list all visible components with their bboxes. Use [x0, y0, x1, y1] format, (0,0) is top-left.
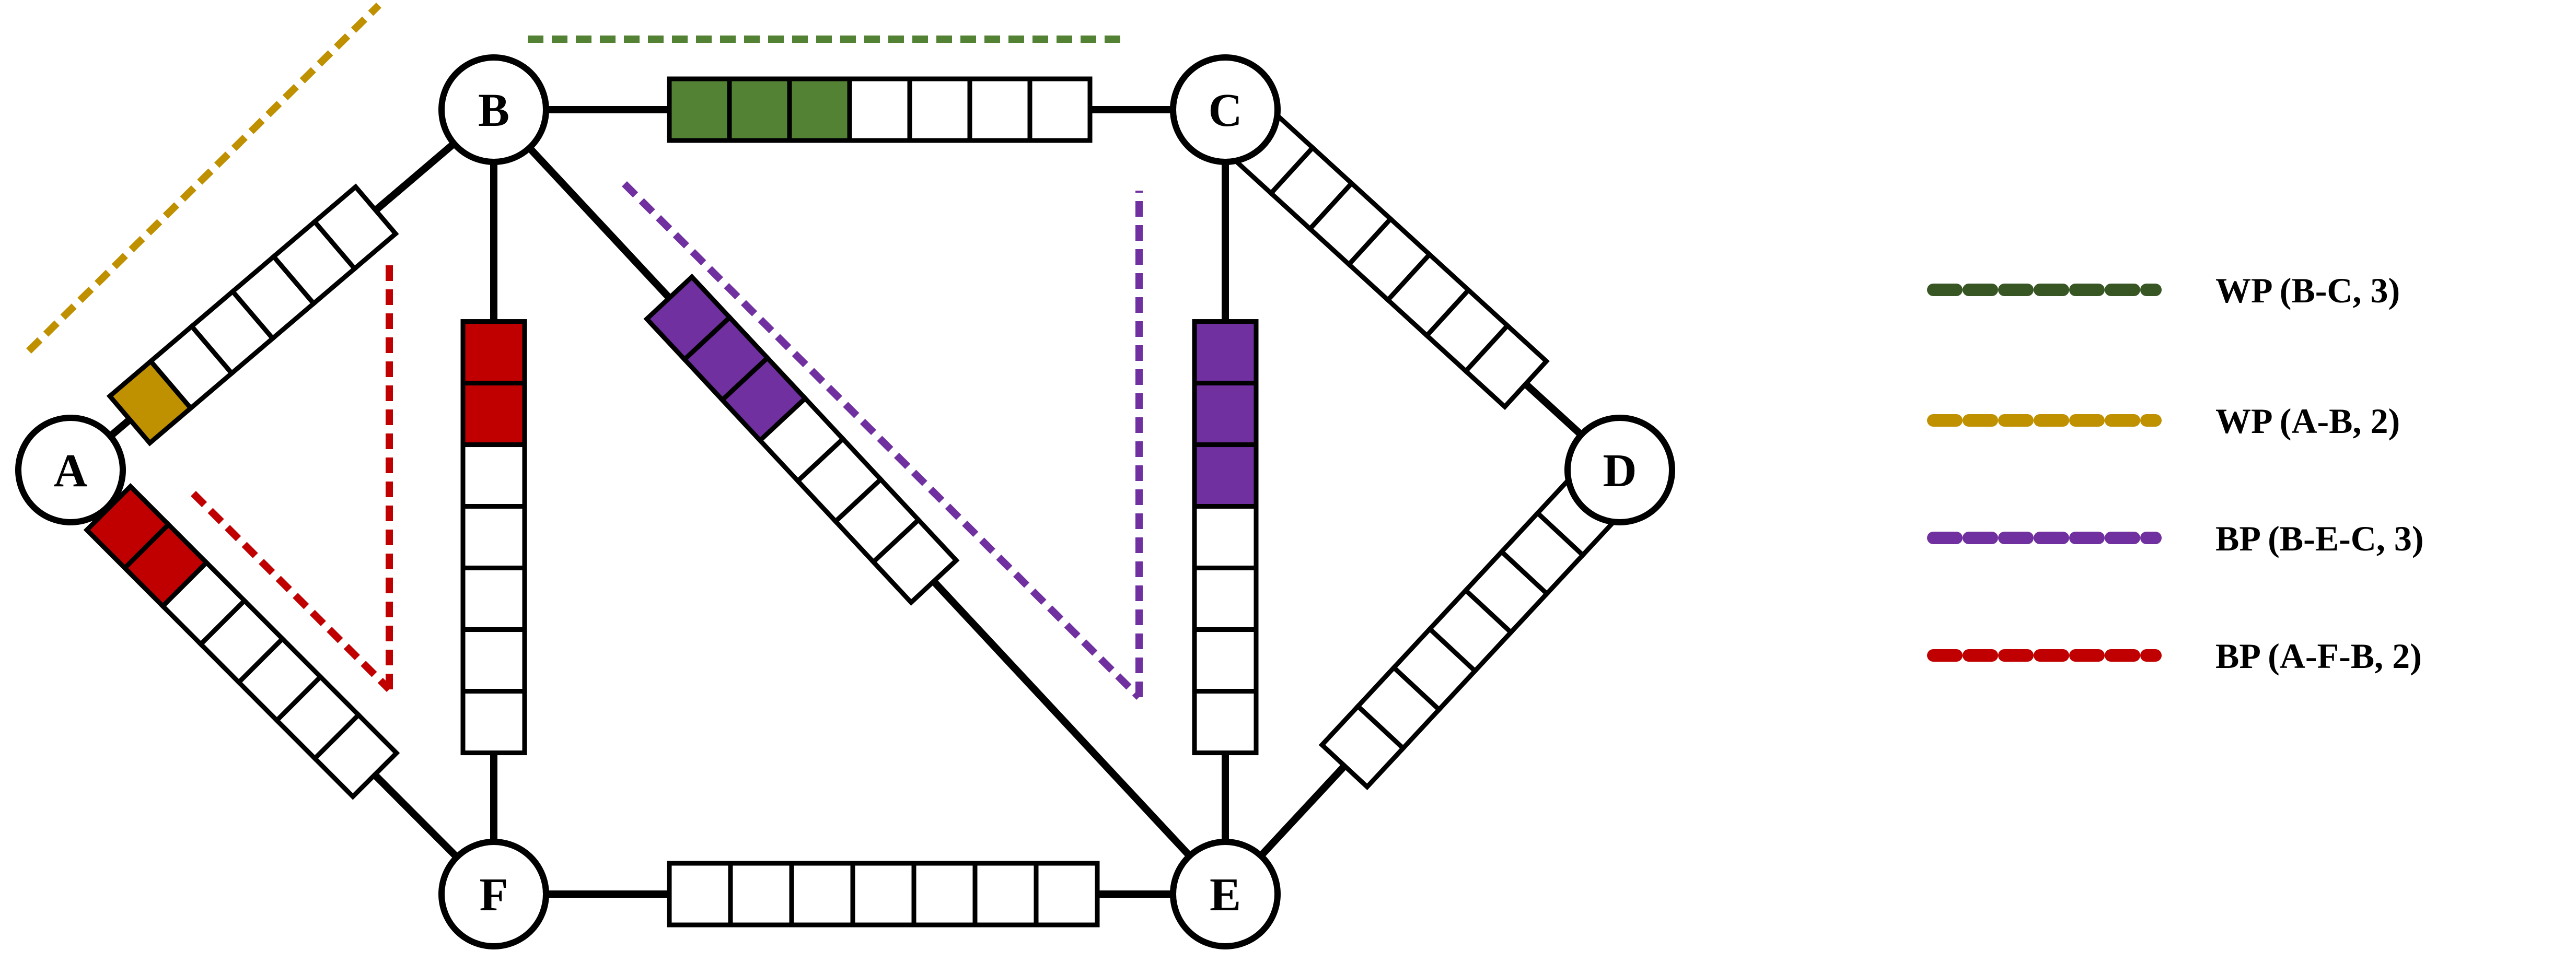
dashed-segment [26, 3, 381, 354]
link-A-F [68, 467, 496, 897]
path-overlays [26, 3, 1143, 700]
node-label: D [1603, 445, 1637, 497]
link-C-D [1223, 107, 1622, 473]
wavelength-slot [1027, 76, 1093, 143]
legend-label: BP (A-F-B, 2) [2215, 636, 2422, 676]
node-label: E [1210, 869, 1241, 921]
node-c: C [1170, 54, 1281, 165]
path-bp-afb [191, 264, 393, 692]
dashed-segment [622, 181, 1142, 700]
wavelength-slot [1192, 689, 1259, 756]
wavelength-slot [907, 76, 972, 143]
node-d: D [1564, 415, 1675, 525]
link-B-F [460, 110, 527, 894]
legend-item-wp-ab: WP (A-B, 2) [1927, 401, 2400, 441]
wavelength-slot [460, 442, 527, 509]
wavelength-slot [1192, 504, 1259, 571]
wavelength-slot [870, 517, 960, 606]
wavelength-slot [311, 711, 400, 800]
wavelength-slot [1463, 322, 1550, 410]
wavelength-slot [728, 861, 794, 928]
node-b: B [438, 54, 549, 165]
node-circle [1170, 54, 1281, 165]
wavelength-slot [460, 689, 527, 756]
wavelength-slot [787, 76, 852, 143]
legend-label: WP (A-B, 2) [2215, 401, 2400, 441]
wavelength-slot [847, 76, 912, 143]
wavelength-slot [667, 76, 732, 143]
network-links [68, 76, 1623, 928]
node-a: A [15, 415, 126, 525]
wavelength-slot [727, 76, 792, 143]
wavelength-slot [1192, 381, 1259, 448]
network-nodes: A B C D E F [15, 54, 1675, 949]
legend-label: WP (B-C, 3) [2215, 271, 2400, 310]
wavelength-slot [667, 861, 733, 928]
wavelength-slot [460, 566, 527, 632]
wavelength-slot [1192, 566, 1259, 632]
wavelength-slot [911, 861, 978, 928]
node-circle [1170, 839, 1281, 949]
path-wp-ab [26, 3, 381, 354]
node-circle [438, 54, 549, 165]
node-e: E [1170, 839, 1281, 949]
wavelength-slot [460, 504, 527, 571]
wavelength-slot [1318, 702, 1407, 791]
node-label: B [478, 85, 509, 136]
link-A-B [68, 107, 496, 473]
wavelength-slot [460, 319, 527, 386]
node-circle [1564, 415, 1675, 525]
node-label: C [1209, 85, 1243, 136]
path-bp-bec [622, 181, 1143, 700]
node-label: A [54, 445, 88, 497]
link-C-E [1192, 110, 1259, 894]
node-label: F [480, 869, 508, 921]
node-circle [438, 839, 549, 949]
wavelength-slot [1192, 442, 1259, 509]
wavelength-slot [1192, 627, 1259, 694]
legend-label: BP (B-E-C, 3) [2215, 519, 2424, 558]
wavelength-slot [311, 183, 399, 272]
wavelength-slot [1034, 861, 1100, 928]
legend-item-wp-bc: WP (B-C, 3) [1927, 271, 2400, 310]
link-F-E [494, 861, 1225, 928]
dashed-segment [191, 491, 392, 692]
link-B-C [494, 76, 1225, 143]
node-f: F [438, 839, 549, 949]
wavelength-slot [972, 861, 1039, 928]
legend: WP (B-C, 3) WP (A-B, 2) BP (B-E-C, 3) BP (A… [1927, 271, 2424, 676]
wavelength-slot [1192, 319, 1259, 386]
wavelength-slot [460, 381, 527, 448]
legend-item-bp-afb: BP (A-F-B, 2) [1927, 636, 2422, 676]
wavelength-slot [850, 861, 916, 928]
wavelength-slot [789, 861, 855, 928]
node-circle [15, 415, 126, 525]
legend-item-bp-bec: BP (B-E-C, 3) [1927, 519, 2424, 558]
wavelength-slot [460, 627, 527, 694]
link-D-E [1222, 467, 1623, 897]
link-B-E [491, 107, 1228, 897]
wavelength-slot [967, 76, 1032, 143]
